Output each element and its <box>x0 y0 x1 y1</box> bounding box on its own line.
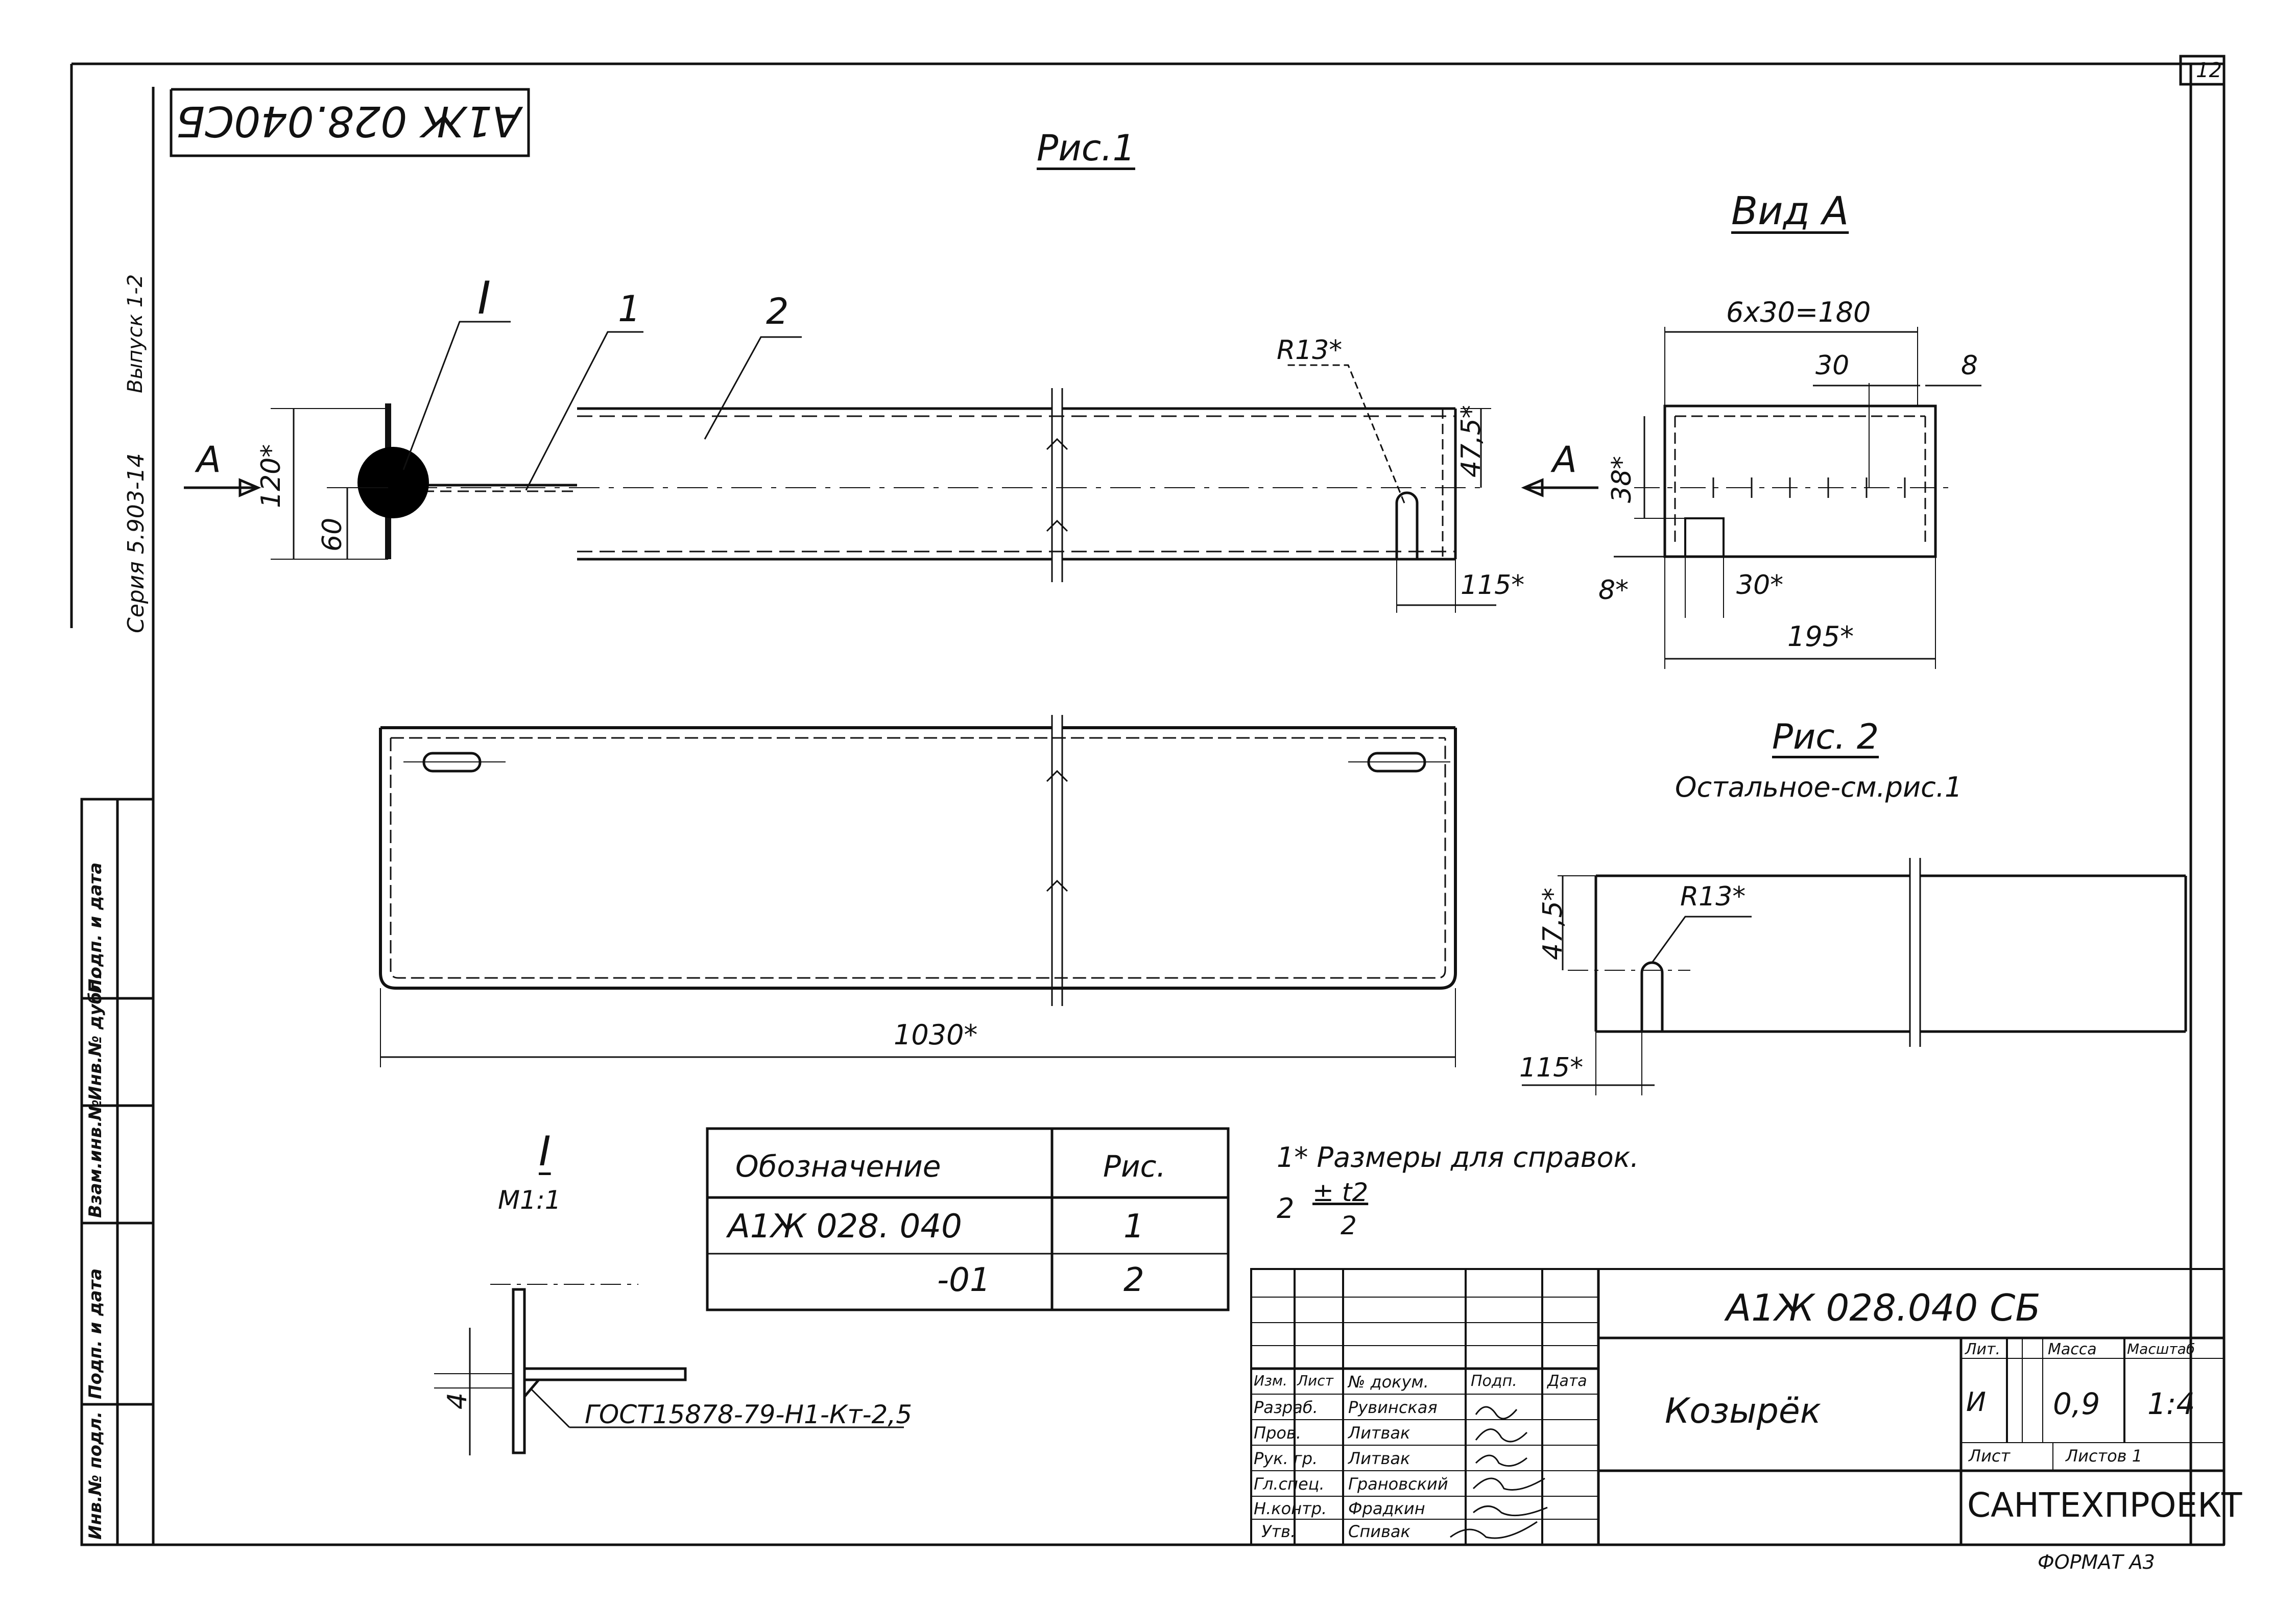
tb-role-5: Н.контр. <box>1254 1499 1327 1518</box>
tb-lit-label: Лит. <box>1965 1340 2001 1358</box>
note-2-numerator: ± t2 <box>1312 1178 1369 1207</box>
dim-r13-fig1: R13* <box>1277 335 1343 366</box>
signature-2 <box>1475 1428 1528 1443</box>
signature-5 <box>1473 1505 1548 1517</box>
detail-scale: М1:1 <box>498 1185 561 1215</box>
signature-3 <box>1475 1454 1527 1467</box>
spec-row-1-designation: А1Ж 028. 040 <box>728 1208 962 1246</box>
dim-r13-fig2: R13* <box>1680 881 1746 912</box>
view-a-title: Вид А <box>1731 188 1849 233</box>
title-doc-code: А1Ж 028.040 СБ <box>1726 1286 2041 1329</box>
note-1: 1* Размеры для справок. <box>1277 1141 1639 1174</box>
signature-4 <box>1472 1477 1545 1491</box>
tb-scale-label: Масштаб <box>2127 1340 2195 1357</box>
tb-col-izm: Изм. <box>1254 1372 1287 1389</box>
dim-6x30: 6x30=180 <box>1726 296 1871 328</box>
tb-role-3: Рук. гр. <box>1254 1449 1318 1468</box>
tb-col-sign: Подп. <box>1471 1372 1517 1390</box>
fig2-title: Рис. 2 <box>1772 717 1879 757</box>
tb-organization: САНТЕХПРОЕКТ <box>1967 1486 2242 1525</box>
fig2-note: Остальное-см.рис.1 <box>1675 771 1963 803</box>
tb-role-4: Гл.спец. <box>1254 1474 1325 1494</box>
tb-mass-label: Масса <box>2048 1340 2097 1358</box>
note-2-denominator: 2 <box>1341 1211 1357 1240</box>
dim-30-view-a: 30 <box>1815 350 1850 381</box>
tb-lit-value: И <box>1966 1387 1986 1418</box>
tb-name-2: Литвак <box>1348 1423 1410 1443</box>
detail-title: I <box>539 1128 551 1175</box>
tb-name-6: Спивак <box>1348 1522 1410 1541</box>
tb-role-6: Утв. <box>1261 1522 1296 1541</box>
tb-sheets-label: Листов 1 <box>2066 1446 2143 1466</box>
callout-2: 2 <box>766 291 789 332</box>
tb-mass-value: 0,9 <box>2053 1386 2100 1421</box>
signature-6 <box>1450 1521 1538 1539</box>
dim-115-fig2: 115* <box>1519 1052 1584 1083</box>
note-2-prefix: 2 <box>1277 1192 1295 1225</box>
page-number-box <box>2179 55 2226 86</box>
callout-1: 1 <box>618 288 641 330</box>
title-block-frame <box>1250 1268 2225 1546</box>
code-box <box>170 88 530 157</box>
dim-8-top: 8 <box>1961 350 1978 381</box>
weld-designation: ГОСТ15878-79-Н1-Кт-2,5 <box>585 1400 913 1429</box>
dim-115-fig1: 115* <box>1461 570 1525 601</box>
spec-table-frame <box>706 1127 1230 1311</box>
spec-row-2-designation: -01 <box>937 1261 991 1299</box>
spec-row-2-fig: 2 <box>1123 1261 1144 1299</box>
format-label: ФОРМАТ А3 <box>2038 1551 2155 1573</box>
tb-col-doc: № докум. <box>1348 1372 1429 1392</box>
dim-195: 195* <box>1787 620 1854 653</box>
dim-1030: 1030* <box>894 1019 978 1051</box>
title-name: Козырёк <box>1665 1391 1821 1431</box>
tb-sheet-label: Лист <box>1969 1446 2011 1466</box>
tb-role-1: Разраб. <box>1254 1398 1318 1417</box>
tb-col-date: Дата <box>1547 1372 1587 1390</box>
spec-header-designation: Обозначение <box>735 1149 941 1184</box>
spec-row-1-fig: 1 <box>1123 1208 1144 1246</box>
spec-header-fig: Рис. <box>1103 1149 1166 1184</box>
fig1-title: Рис.1 <box>1037 127 1135 169</box>
tb-name-4: Грановский <box>1348 1474 1448 1494</box>
callout-detail-i: I <box>477 272 491 324</box>
tb-name-1: Рувинская <box>1348 1398 1438 1417</box>
signature-1 <box>1475 1406 1518 1420</box>
tb-col-list: Лист <box>1297 1372 1333 1389</box>
tb-name-5: Фрадкин <box>1348 1499 1425 1518</box>
dim-30-bottom: 30* <box>1736 570 1784 601</box>
page-number: 12 <box>2196 59 2222 82</box>
arrow-a-right: А <box>1552 439 1577 481</box>
tb-scale-value: 1:4 <box>2147 1386 2195 1421</box>
tb-role-2: Пров. <box>1254 1423 1301 1443</box>
tb-name-3: Литвак <box>1348 1449 1410 1468</box>
dim-8-left: 8* <box>1598 575 1629 606</box>
arrow-a-left: А <box>197 439 221 481</box>
